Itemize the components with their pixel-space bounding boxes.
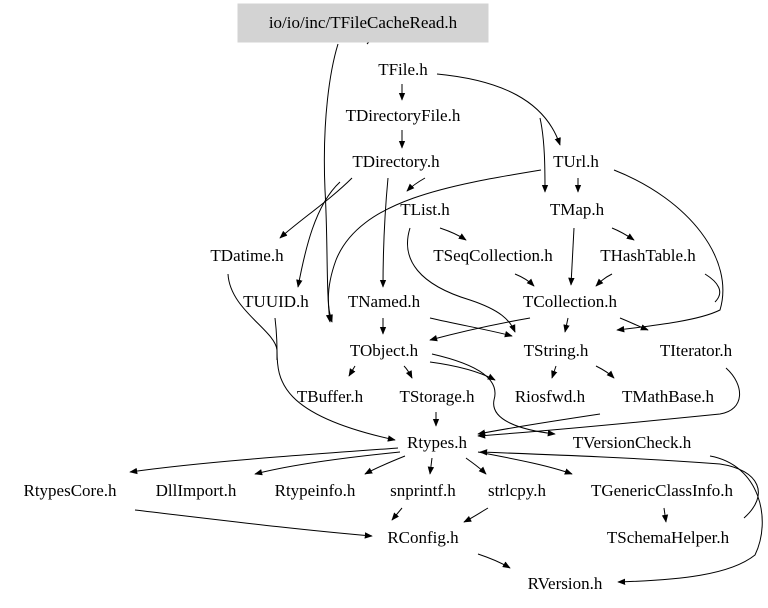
edge-tmathbase-rtypes bbox=[477, 413, 601, 436]
node-tgenericclassinfo[interactable]: TGenericClassInfo.h bbox=[591, 481, 734, 500]
edge-tdirectory-tnamed bbox=[379, 177, 389, 288]
node-rtypeinfo[interactable]: Rtypeinfo.h bbox=[275, 481, 356, 500]
node-tdatime[interactable]: TDatime.h bbox=[210, 246, 284, 265]
edge-thashtable-titerator bbox=[704, 273, 721, 303]
nodes-layer: TFile.h TDirectoryFile.h TDirectory.h TU… bbox=[23, 60, 733, 593]
edge-rtypes-rtypeinfo bbox=[364, 455, 406, 475]
node-tseqcollection[interactable]: TSeqCollection.h bbox=[433, 246, 553, 265]
edge-tstring-tmathbase bbox=[595, 365, 615, 379]
edge-tdirectory-tuuid bbox=[296, 181, 341, 288]
root-node-label: io/io/inc/TFileCacheRead.h bbox=[269, 13, 458, 32]
edge-rtypes-tgenericclassinfo bbox=[477, 451, 573, 475]
edge-tgenericclassinfo-tschemahelper bbox=[661, 507, 669, 523]
edge-tdirectory-tlist bbox=[406, 177, 426, 192]
edge-tcollection-tobject bbox=[429, 317, 531, 342]
node-tobject[interactable]: TObject.h bbox=[350, 341, 419, 360]
edge-tnamed-tstring bbox=[429, 317, 513, 338]
node-tlist[interactable]: TList.h bbox=[400, 200, 450, 219]
node-tuuid[interactable]: TUUID.h bbox=[243, 292, 309, 311]
node-tschemahelper[interactable]: TSchemaHelper.h bbox=[607, 528, 730, 547]
node-thashtable[interactable]: THashTable.h bbox=[600, 246, 696, 265]
node-tfile[interactable]: TFile.h bbox=[378, 60, 428, 79]
node-tdirectory[interactable]: TDirectory.h bbox=[352, 152, 440, 171]
node-tversioncheck[interactable]: TVersionCheck.h bbox=[573, 433, 692, 452]
edge-tlist-tstring bbox=[407, 227, 516, 333]
edge-rtypescore-rconfig bbox=[134, 509, 373, 539]
node-strlcpy[interactable]: strlcpy.h bbox=[488, 481, 546, 500]
node-tcollection[interactable]: TCollection.h bbox=[523, 292, 617, 311]
node-snprintf[interactable]: snprintf.h bbox=[390, 481, 456, 500]
edge-tcollection-titerator bbox=[619, 317, 649, 331]
edge-tcollection-tstring bbox=[563, 317, 570, 333]
edge-rtypes-rtypescore bbox=[129, 447, 399, 475]
edge-titerator-rtypes bbox=[477, 367, 741, 439]
edge-tdirectory-tdatime bbox=[279, 177, 353, 239]
edge-tobject-tbuffer bbox=[348, 365, 356, 377]
edge-tobject-tversioncheck bbox=[431, 353, 556, 437]
edge-strlcpy-rconfig bbox=[463, 507, 489, 523]
node-tstring[interactable]: TString.h bbox=[524, 341, 589, 360]
edge-tseqcollection-tcollection bbox=[514, 273, 535, 287]
node-riosfwd[interactable]: Riosfwd.h bbox=[515, 387, 586, 406]
node-tdirectoryfile[interactable]: TDirectoryFile.h bbox=[346, 106, 461, 125]
edge-rtypes-snprintf bbox=[427, 457, 435, 475]
edge-tobject-tstorage bbox=[403, 365, 413, 379]
edge-tmap-thashtable bbox=[611, 227, 635, 241]
edge-rtypes-strlcpy bbox=[465, 457, 487, 475]
node-titerator[interactable]: TIterator.h bbox=[660, 341, 733, 360]
node-tmap[interactable]: TMap.h bbox=[550, 200, 605, 219]
edge-tuuid-rtypes bbox=[274, 317, 278, 361]
edge-tschemahelper-rtypes bbox=[479, 449, 759, 519]
node-rtypes[interactable]: Rtypes.h bbox=[407, 433, 467, 452]
edges-layer bbox=[129, 33, 763, 585]
node-dllimport[interactable]: DllImport.h bbox=[156, 481, 237, 500]
node-turl[interactable]: TUrl.h bbox=[553, 152, 599, 171]
edge-turl-tstring bbox=[613, 169, 724, 333]
edge-thashtable-tcollection bbox=[595, 273, 613, 287]
node-rversion[interactable]: RVersion.h bbox=[528, 574, 603, 593]
edge-rtypes-dllimport bbox=[254, 451, 401, 476]
edge-tobject-riosfwd bbox=[429, 361, 496, 381]
edge-snprintf-rconfig bbox=[391, 507, 403, 521]
node-tnamed[interactable]: TNamed.h bbox=[348, 292, 421, 311]
edge-tmap-tcollection bbox=[568, 227, 575, 286]
edge-tfile-tmap bbox=[539, 117, 549, 193]
edge-tlist-tseqcollection bbox=[439, 227, 467, 241]
node-rtypescore[interactable]: RtypesCore.h bbox=[23, 481, 117, 500]
edge-turl-tobject bbox=[326, 169, 542, 323]
edge-tstring-riosfwd bbox=[551, 365, 558, 379]
edge-root-tobject bbox=[323, 43, 339, 323]
node-tbuffer[interactable]: TBuffer.h bbox=[297, 387, 364, 406]
node-rconfig[interactable]: RConfig.h bbox=[387, 528, 459, 547]
edge-tversioncheck-rversion bbox=[617, 455, 763, 585]
edge-tfile-turl bbox=[436, 73, 561, 146]
root-node-box bbox=[237, 3, 489, 43]
node-tstorage[interactable]: TStorage.h bbox=[399, 387, 475, 406]
root-node[interactable]: io/io/inc/TFileCacheRead.h bbox=[237, 3, 489, 43]
edge-rconfig-rversion bbox=[477, 553, 511, 569]
node-tmathbase[interactable]: TMathBase.h bbox=[622, 387, 715, 406]
